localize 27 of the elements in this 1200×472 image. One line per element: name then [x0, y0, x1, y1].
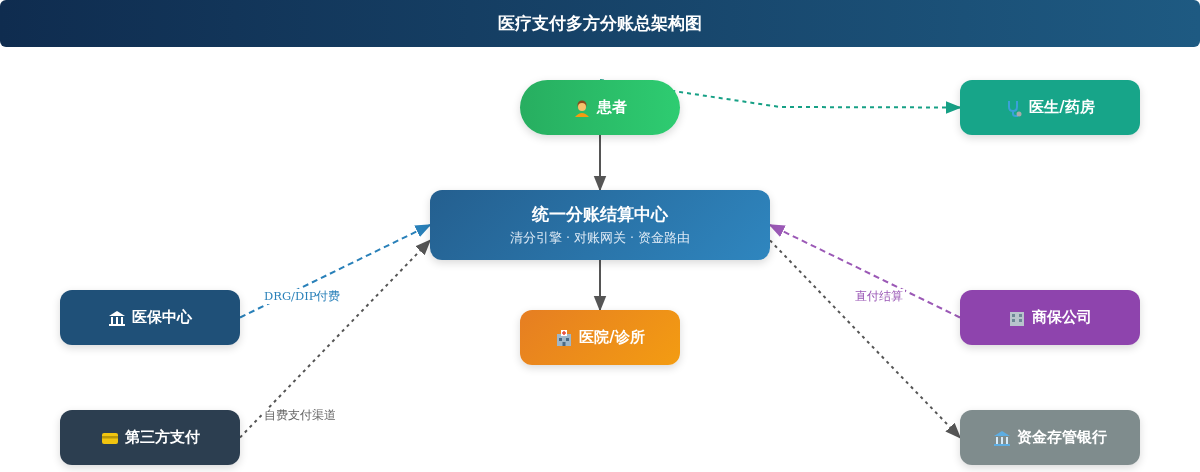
hub-box: [430, 190, 770, 260]
rounded-box: [520, 310, 680, 365]
node-label: 医生/药房: [1029, 98, 1095, 117]
arrow: [239, 224, 432, 319]
node-label: 患者: [597, 98, 627, 117]
arrow: [593, 259, 607, 312]
rounded-box: [60, 290, 240, 345]
node-label: 医院/诊所: [579, 328, 645, 347]
arrow: [768, 224, 961, 319]
node-label: 医保中心: [132, 308, 192, 327]
node-label: 统一分账结算中心: [532, 203, 668, 226]
rounded-box: [960, 410, 1140, 465]
arrow: [239, 239, 432, 439]
title-banner: 医疗支付多方分账总架构图: [0, 0, 1200, 47]
arrow: [769, 239, 962, 439]
edge-label: 直付结算: [853, 289, 905, 304]
rounded-box: [60, 410, 240, 465]
rounded-box: [960, 290, 1140, 345]
rounded-box: [960, 80, 1140, 135]
node-subtitle: 清分引擎 · 对账网关 · 资金路由: [510, 230, 690, 247]
edge-label: 自费支付渠道: [262, 408, 338, 423]
pill-box: [520, 80, 680, 135]
node-label: 第三方支付: [124, 428, 200, 447]
edge-label: DRG/DIP付费: [262, 289, 343, 304]
node-label: 商保公司: [1032, 308, 1092, 327]
node-label: 资金存管银行: [1017, 428, 1107, 447]
arrow: [593, 134, 607, 192]
